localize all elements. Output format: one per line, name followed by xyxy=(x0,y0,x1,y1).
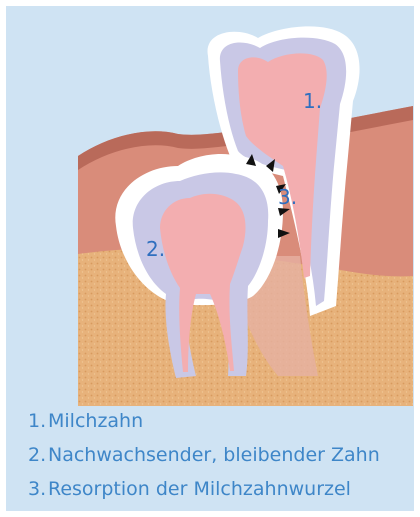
legend-number: 1. xyxy=(28,404,48,438)
legend-number: 2. xyxy=(28,438,48,472)
legend-text: Nachwachsender, bleibender Zahn xyxy=(48,438,380,472)
legend-item: 3. Resorption der Milchzahnwurzel xyxy=(28,472,420,506)
tooth-cross-section-illustration: 1. 2. 3. xyxy=(78,16,413,406)
diagram-panel: 1. 2. 3. 1. Milchzahn 2. Nachwachsender,… xyxy=(6,6,414,511)
legend-text: Resorption der Milchzahnwurzel xyxy=(48,472,351,506)
label-milk-tooth: 1. xyxy=(303,89,322,113)
legend-number: 3. xyxy=(28,472,48,506)
legend: 1. Milchzahn 2. Nachwachsender, bleibend… xyxy=(28,404,420,506)
legend-item: 2. Nachwachsender, bleibender Zahn xyxy=(28,438,420,472)
label-resorption: 3. xyxy=(278,185,297,209)
legend-item: 1. Milchzahn xyxy=(28,404,420,438)
label-permanent-tooth: 2. xyxy=(146,237,165,261)
legend-text: Milchzahn xyxy=(48,404,143,438)
